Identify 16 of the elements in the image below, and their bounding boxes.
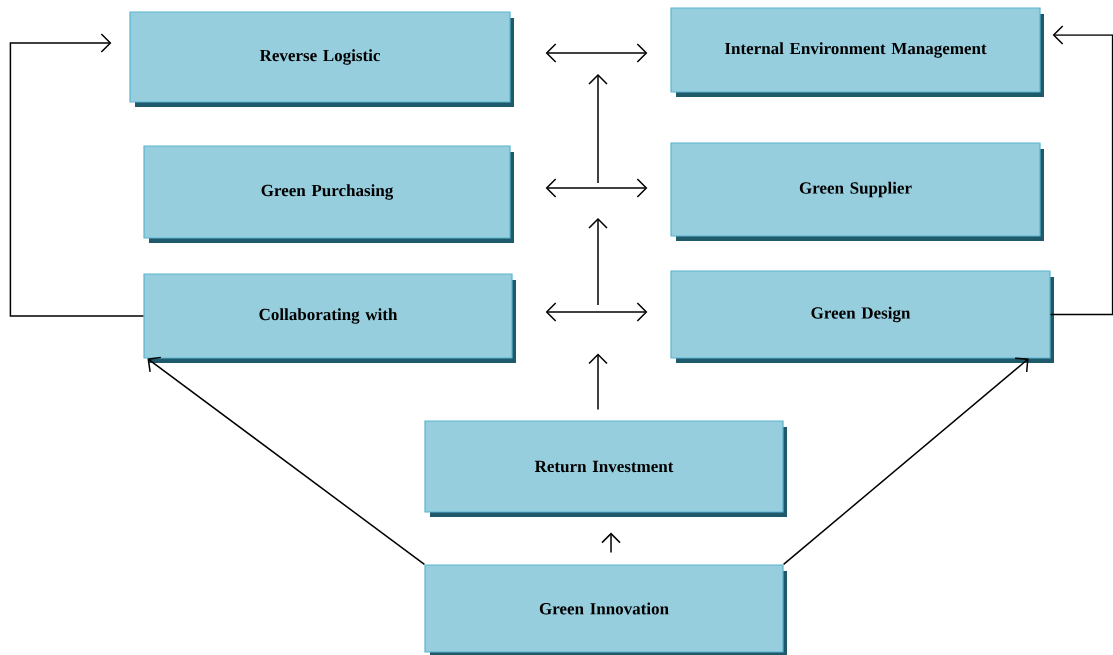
process-box: Collaborating with xyxy=(143,273,516,363)
process-box: Return Investment xyxy=(424,420,787,517)
process-box: Internal Environment Management xyxy=(670,7,1044,97)
arrow xyxy=(588,353,608,411)
arrow xyxy=(782,357,1029,566)
process-box: Green Supplier xyxy=(670,142,1044,241)
arrow xyxy=(1049,25,1113,316)
arrow xyxy=(9,33,145,317)
process-box: Green Design xyxy=(670,270,1054,363)
process-box: Reverse Logistic xyxy=(129,11,514,107)
arrow xyxy=(545,302,648,322)
process-box: Green Purchasing xyxy=(143,145,514,243)
arrow xyxy=(545,178,648,198)
arrow xyxy=(545,43,648,63)
process-box: Green Innovation xyxy=(424,564,787,655)
arrow xyxy=(147,356,426,566)
